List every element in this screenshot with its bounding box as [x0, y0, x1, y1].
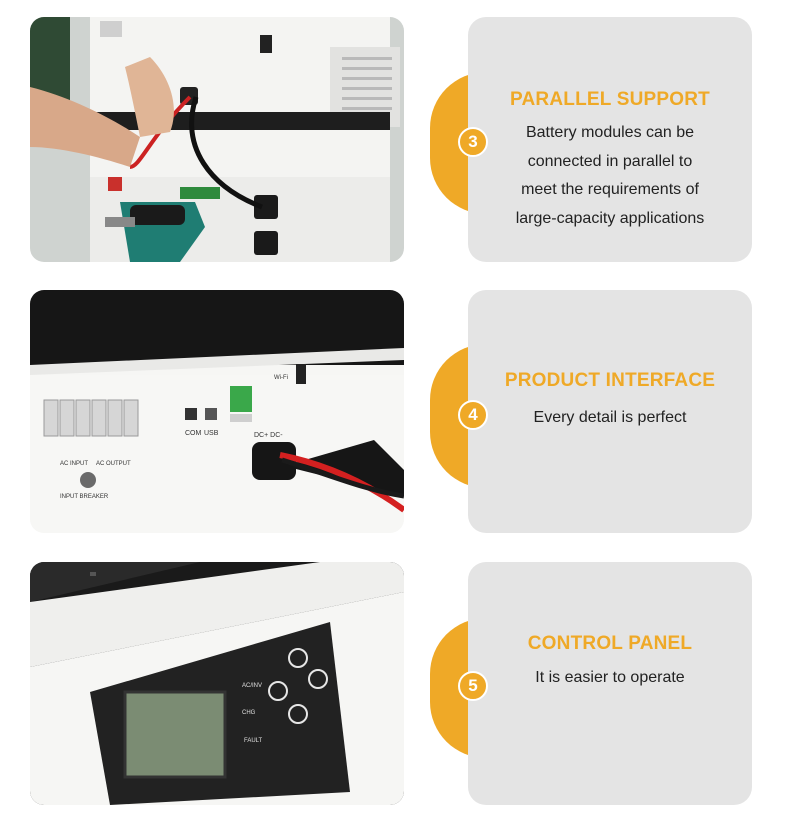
wifi-label: Wi-Fi [274, 375, 288, 381]
ac-input-label: AC INPUT [60, 461, 88, 467]
description-line: connected in parallel to [527, 152, 693, 170]
parallel-support-photo [30, 17, 404, 262]
ac-inv-label: AC/INV [242, 683, 262, 689]
description-line: meet the requirements of [521, 181, 699, 198]
badge-number-3: 3 [458, 127, 488, 157]
feature-row-control: AC/INV CHG FAULT CONTROL PANEL It is eas… [0, 550, 790, 836]
ac-output-label: AC OUTPUT [96, 461, 131, 467]
product-interface-photo: AC INPUT AC OUTPUT INPUT BREAKER COM USB… [30, 290, 404, 533]
description-line: large-capacity applications [515, 209, 705, 227]
chg-label: CHG [242, 710, 256, 716]
card-description: Battery modules can be connected in para… [482, 119, 738, 233]
interface-photo-illustration: AC INPUT AC OUTPUT INPUT BREAKER COM USB… [30, 290, 404, 533]
parallel-support-card: PARALLEL SUPPORT Battery modules can be … [468, 17, 752, 262]
description-line: It is easier to operate [535, 669, 685, 686]
control-panel-photo: AC/INV CHG FAULT [30, 562, 404, 805]
feature-row-interface: AC INPUT AC OUTPUT INPUT BREAKER COM USB… [0, 280, 790, 550]
usb-label: USB [204, 430, 219, 437]
control-panel-card: CONTROL PANEL It is easier to operate [468, 562, 752, 805]
product-interface-card: PRODUCT INTERFACE Every detail is perfec… [468, 290, 752, 533]
card-description: It is easier to operate [482, 664, 738, 693]
description-line: Battery modules can be [525, 124, 695, 141]
card-title: PARALLEL SUPPORT [510, 89, 710, 110]
input-breaker-label: INPUT BREAKER [60, 494, 109, 500]
card-description: Every detail is perfect [482, 404, 738, 433]
com-label: COM [185, 430, 202, 437]
card-title: CONTROL PANEL [527, 633, 693, 654]
control-photo-illustration: AC/INV CHG FAULT [30, 562, 404, 805]
badge-number-4: 4 [458, 400, 488, 430]
card-title: PRODUCT INTERFACE [504, 370, 716, 391]
badge-number-5: 5 [458, 671, 488, 701]
feature-row-parallel: PARALLEL SUPPORT Battery modules can be … [0, 0, 790, 280]
description-line: Every detail is perfect [533, 409, 687, 426]
parallel-photo-illustration [30, 17, 404, 262]
dc-label: DC+ DC- [254, 432, 283, 439]
fault-label: FAULT [244, 738, 263, 744]
